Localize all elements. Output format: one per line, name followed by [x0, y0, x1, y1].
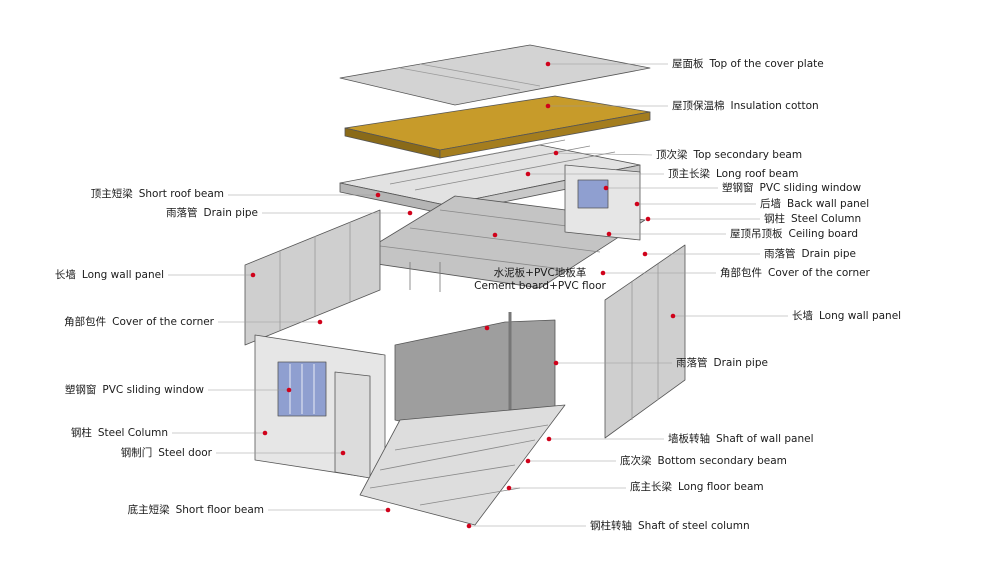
- left-long-wall: [244, 209, 381, 346]
- right-long-wall: [604, 244, 686, 439]
- floor-label-zh: 水泥板+PVC地板革: [493, 267, 587, 279]
- marker-dots: [250, 61, 676, 529]
- roof-cover-plate: [339, 44, 651, 106]
- floor-label-en: Cement board+PVC floor: [474, 280, 606, 292]
- floor-frame: [359, 404, 566, 526]
- leader-lines: [168, 63, 788, 527]
- back-window: [577, 179, 609, 209]
- front-door: [334, 371, 371, 479]
- label-cement-board-floor: 水泥板+PVC地板革 Cement board+PVC floor: [470, 267, 610, 293]
